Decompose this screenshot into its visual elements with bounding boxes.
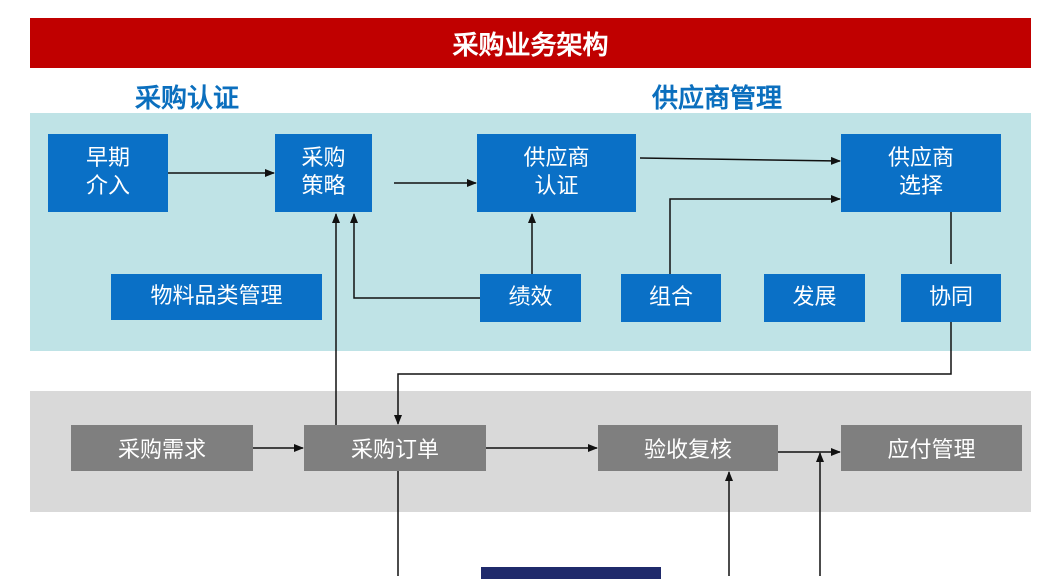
node-early-involvement: 早期 介入 [48,134,168,212]
arrow-collaboration-to-order [394,322,952,425]
node-supplier-certification: 供应商 认证 [477,134,636,212]
node-purchase-demand: 采购需求 [71,425,253,471]
node-purchasing-strategy: 采购 策略 [275,134,372,212]
section-label-supplier-management: 供应商管理 [652,84,783,114]
arrow-portfolio-to-selection [669,195,841,274]
node-development: 发展 [764,274,865,322]
node-material-category-mgmt: 物料品类管理 [111,274,322,320]
diagram-title-banner: 采购业务架构 [30,18,1031,68]
node-performance: 绩效 [480,274,581,322]
node-purchase-order: 采购订单 [304,425,486,471]
node-supplier-selection: 供应商 选择 [841,134,1001,212]
node-inspection-review: 验收复核 [598,425,778,471]
section-label-certification: 采购认证 [135,84,240,114]
node-payables-mgmt: 应付管理 [841,425,1022,471]
node-collaboration: 协同 [901,274,1001,322]
arrow-certification-to-selection [639,156,841,165]
diagram-title: 采购业务架构 [452,30,609,61]
arrow-performance-to-strategy [350,213,480,299]
node-portfolio: 组合 [621,274,721,322]
